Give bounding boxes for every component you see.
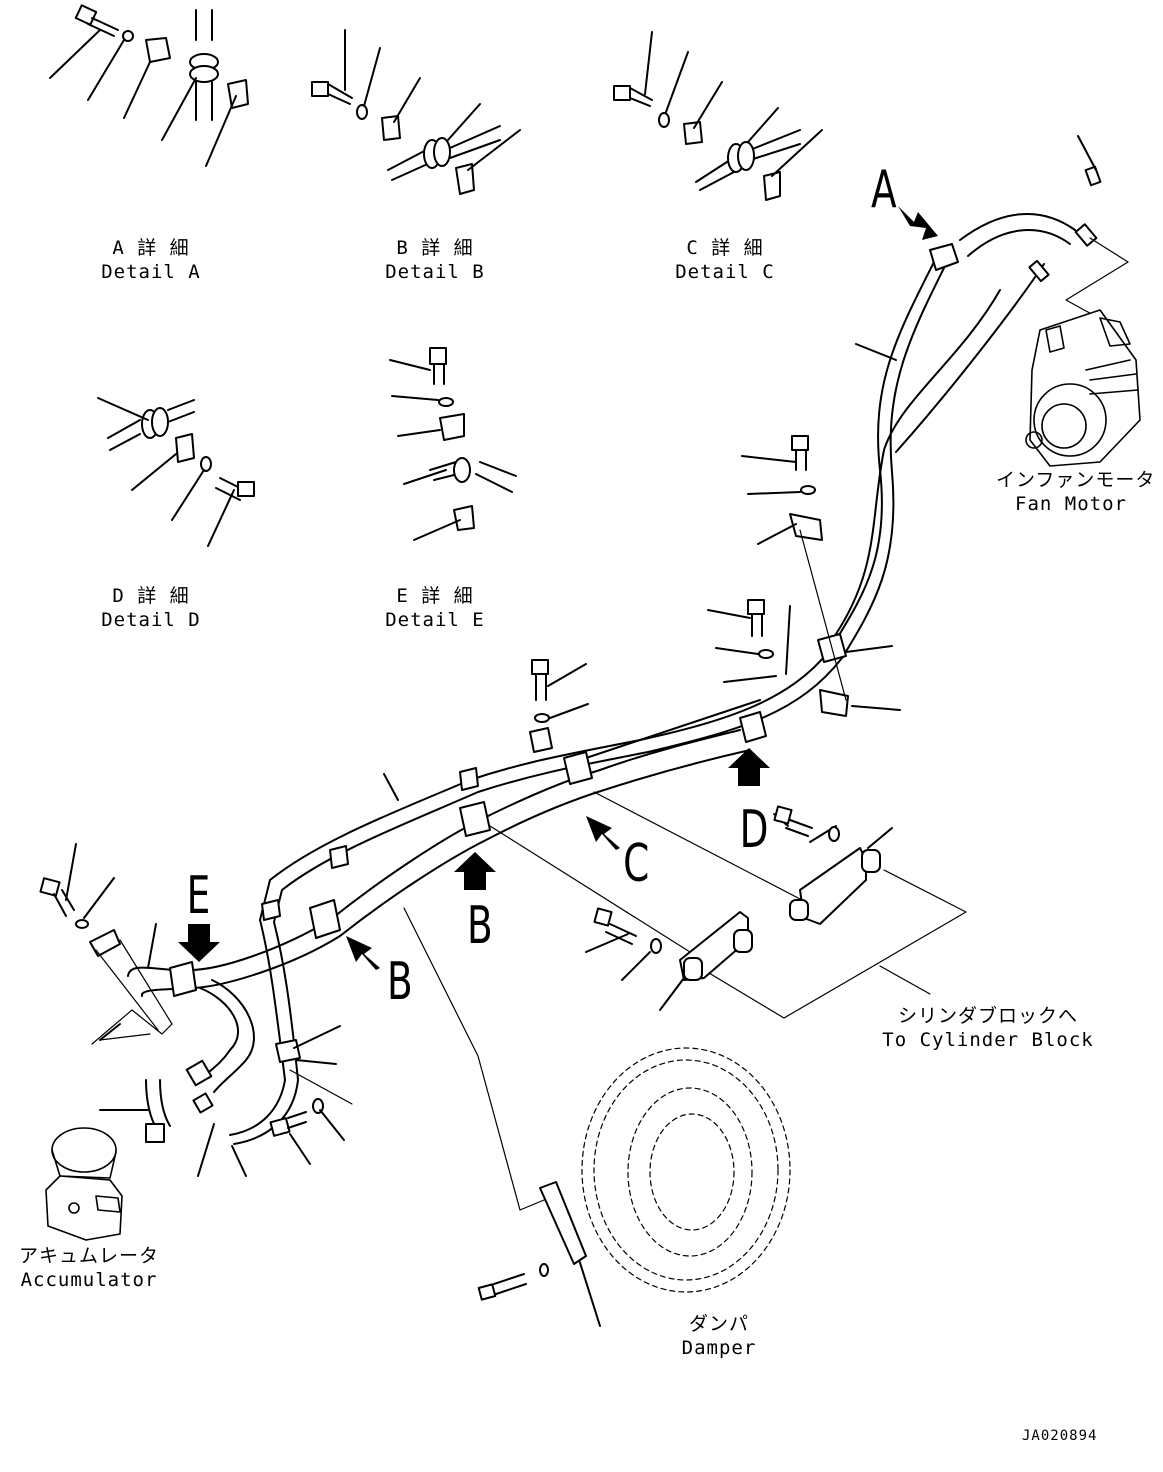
accumulator-label: アキュムレータ Accumulator [14,1244,164,1292]
detail-c-jp: C 詳 細 [686,237,764,259]
leader-lines [65,135,1097,1327]
cylinder-block-en: To Cylinder Block [882,1029,1094,1051]
detail-e-jp: E 詳 細 [396,585,474,607]
damper-en: Damper [681,1337,757,1359]
detail-a-caption: A 詳 細 Detail A [100,236,202,284]
cylinder-block-label: シリンダブロックへ To Cylinder Block [870,1004,1106,1052]
damper-jp: ダンパ [688,1313,749,1335]
cylinder-block-jp: シリンダブロックへ [897,1005,1078,1027]
accumulator-en: Accumulator [20,1269,158,1291]
fan-motor-jp: インファンモータ [996,469,1156,491]
detail-a-parts [49,4,249,167]
detail-c-en: Detail C [675,261,775,283]
damper-disc [581,1047,791,1293]
detail-d-en: Detail D [101,609,201,631]
detail-d-caption: D 詳 細 Detail D [100,584,202,632]
drawing-code: JA020894 [1022,1428,1098,1444]
detail-b-parts [311,29,521,195]
main-hose-middle [579,213,1076,761]
detail-d-jp: D 詳 細 [112,585,190,607]
fan-motor-drawing [1025,309,1141,467]
view-letter-d: D [739,800,769,860]
connection-lines [91,237,1129,1211]
detail-c-parts [613,31,823,201]
detail-d-parts [97,397,255,547]
accumulator-drawing [45,1127,123,1241]
view-letter-e: E [186,866,211,926]
accumulator-jp: アキュムレータ [18,1245,159,1267]
view-letter-a: A [870,160,897,220]
brackets [477,805,881,1301]
hose-fittings [39,165,1102,1143]
detail-e-caption: E 詳 細 Detail E [384,584,486,632]
detail-a-jp: A 詳 細 [112,237,190,259]
main-hose-lower [127,729,751,1093]
view-letter-b-middle: B [466,896,493,956]
detail-b-caption: B 詳 細 Detail B [384,236,486,284]
detail-c-caption: C 詳 細 Detail C [674,236,776,284]
fan-motor-label: インファンモータ Fan Motor [996,468,1156,516]
detail-b-en: Detail B [385,261,485,283]
view-letter-c: C [623,834,650,894]
fan-motor-en: Fan Motor [1015,493,1127,515]
damper-label: ダンパ Damper [664,1312,774,1360]
view-arrows [178,206,938,970]
view-letter-b-lower: B [386,952,413,1012]
detail-e-parts [389,347,517,541]
detail-a-en: Detail A [101,261,201,283]
detail-b-jp: B 詳 細 [396,237,474,259]
detail-e-en: Detail E [385,609,485,631]
hose-clamps [169,243,959,1063]
